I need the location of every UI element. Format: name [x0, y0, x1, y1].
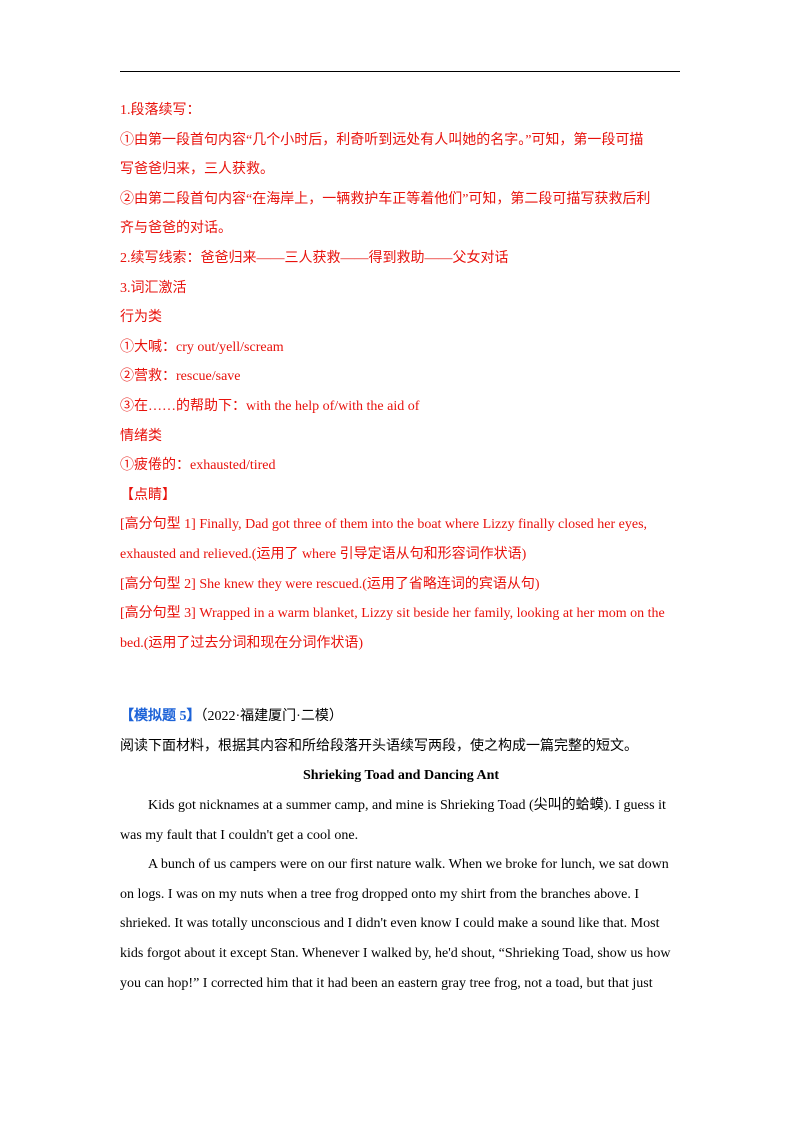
vocab-item: ①大喊：cry out/yell/scream: [120, 339, 284, 355]
analysis-line: ②由第二段首句内容“在海岸上，一辆救护车正等着他们”可知，第二段可描写获救后利: [120, 191, 651, 207]
analysis-heading: 3.词汇激活: [120, 280, 187, 296]
vocab-item: ①疲倦的：exhausted/tired: [120, 458, 276, 474]
passage-line: you can hop!” I corrected him that it ha…: [120, 975, 653, 991]
document-body: 1.段落续写： ①由第一段首句内容“几个小时后，利奇听到远处有人叫她的名字。”可…: [120, 96, 682, 998]
question-header: 【模拟题 5】（2022·福建厦门·二模）: [120, 702, 682, 732]
analysis-line: ①由第一段首句内容“几个小时后，利奇听到远处有人叫她的名字。”可知，第一段可描: [120, 132, 644, 148]
vocab-item: ③在……的帮助下：with the help of/with the aid o…: [120, 398, 420, 414]
passage-line: Kids got nicknames at a summer camp, and…: [148, 798, 666, 814]
header-rule: [120, 71, 680, 72]
analysis-heading: 1.段落续写：: [120, 103, 201, 118]
passage-line: kids forgot about it except Stan. Whenev…: [120, 946, 671, 962]
sentence-pattern: [高分句型 2] She knew they were rescued.(运用了…: [120, 576, 540, 592]
section-gap: [120, 658, 682, 702]
question-source: （2022·福建厦门·二模）: [200, 709, 343, 725]
sentence-pattern: [高分句型 1] Finally, Dad got three of them …: [120, 517, 648, 533]
sentence-pattern: [高分句型 3] Wrapped in a warm blanket, Lizz…: [120, 606, 665, 622]
sentence-pattern: bed.(运用了过去分词和现在分词作状语): [120, 635, 364, 651]
passage-line: A bunch of us campers were on our first …: [148, 857, 669, 873]
analysis-line: 写爸爸归来，三人获救。: [120, 162, 274, 178]
highlight-heading: 【点睛】: [120, 487, 176, 503]
sentence-pattern: exhausted and relieved.(运用了 where 引导定语从句…: [120, 546, 527, 562]
passage-line: on logs. I was on my nuts when a tree fr…: [120, 886, 640, 902]
passage-title: Shrieking Toad and Dancing Ant: [302, 768, 500, 784]
vocab-category: 情绪类: [120, 428, 162, 444]
vocab-item: ②营救：rescue/save: [120, 369, 241, 385]
vocab-category: 行为类: [120, 310, 162, 326]
question-label: 【模拟题 5】: [120, 709, 201, 725]
passage-line: shrieked. It was totally unconscious and…: [120, 916, 660, 932]
analysis-line: 齐与爸爸的对话。: [120, 221, 232, 237]
passage-line: was my fault that I couldn't get a cool …: [120, 827, 359, 843]
analysis-heading: 2.续写线索：爸爸归来——三人获救——得到救助——父女对话: [120, 250, 509, 266]
question-instruction: 阅读下面材料，根据其内容和所给段落开头语续写两段，使之构成一篇完整的短文。: [120, 738, 638, 754]
